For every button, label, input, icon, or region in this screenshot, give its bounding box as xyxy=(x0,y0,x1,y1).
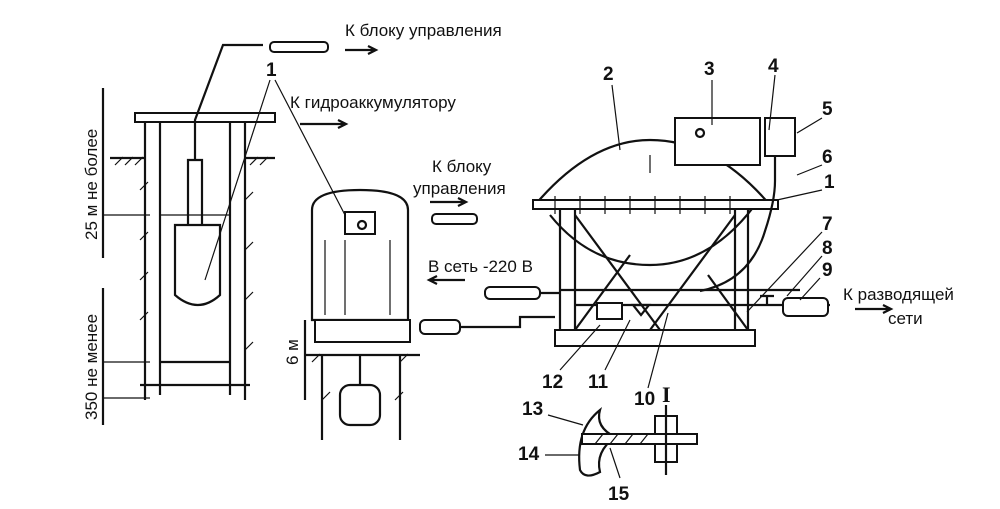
callout-1-tank: 1 xyxy=(824,172,835,193)
detail-section-I xyxy=(578,405,698,477)
label-to-mains: В сеть -220 В xyxy=(428,257,533,276)
callout-11: 11 xyxy=(588,372,609,393)
arrow-to-mains xyxy=(426,275,465,285)
dim-6m: 6 м xyxy=(283,339,302,365)
hydroaccumulator xyxy=(532,117,830,347)
callout-9: 9 xyxy=(822,260,833,281)
leader-lines xyxy=(204,74,823,479)
callout-7: 7 xyxy=(822,214,833,235)
label-to-distribution-2: сети xyxy=(888,309,923,328)
label-to-control-unit-mid-2: управления xyxy=(413,179,506,198)
surface-pump xyxy=(305,188,555,440)
arrow-to-distribution xyxy=(855,304,894,314)
callout-6: 6 xyxy=(822,147,833,168)
callout-10: 10 xyxy=(634,389,655,410)
callout-13: 13 xyxy=(522,399,543,420)
callout-3: 3 xyxy=(704,59,715,80)
label-to-accumulator: К гидроаккумулятору xyxy=(290,93,456,112)
dim-depth-max: 25 м не более xyxy=(82,129,101,240)
cable-connector-top xyxy=(269,41,379,55)
callout-5: 5 xyxy=(822,99,833,120)
label-to-distribution-1: К разводящей xyxy=(843,285,954,304)
callout-2: 2 xyxy=(603,64,614,85)
callout-12: 12 xyxy=(542,372,563,393)
arrow-to-control-unit-mid xyxy=(430,197,469,207)
arrow-to-accumulator xyxy=(300,119,349,129)
callout-15: 15 xyxy=(608,484,630,505)
section-mark-I: I xyxy=(662,382,671,407)
dim-depth-min: 350 не менее xyxy=(82,314,101,420)
callout-8: 8 xyxy=(822,238,833,259)
callout-4: 4 xyxy=(768,56,779,77)
dimension-lines xyxy=(101,88,307,425)
cable-connector-mid xyxy=(431,213,478,225)
power-connector xyxy=(484,286,541,300)
borehole-well xyxy=(110,43,276,400)
callout-14: 14 xyxy=(518,444,540,465)
label-to-control-unit-top: К блоку управления xyxy=(345,21,502,40)
callout-1: 1 xyxy=(266,60,277,81)
callouts: 1 2 3 4 5 6 1 7 8 9 10 11 12 13 14 15 I xyxy=(266,56,835,505)
label-to-control-unit-mid-1: К блоку xyxy=(432,157,492,176)
